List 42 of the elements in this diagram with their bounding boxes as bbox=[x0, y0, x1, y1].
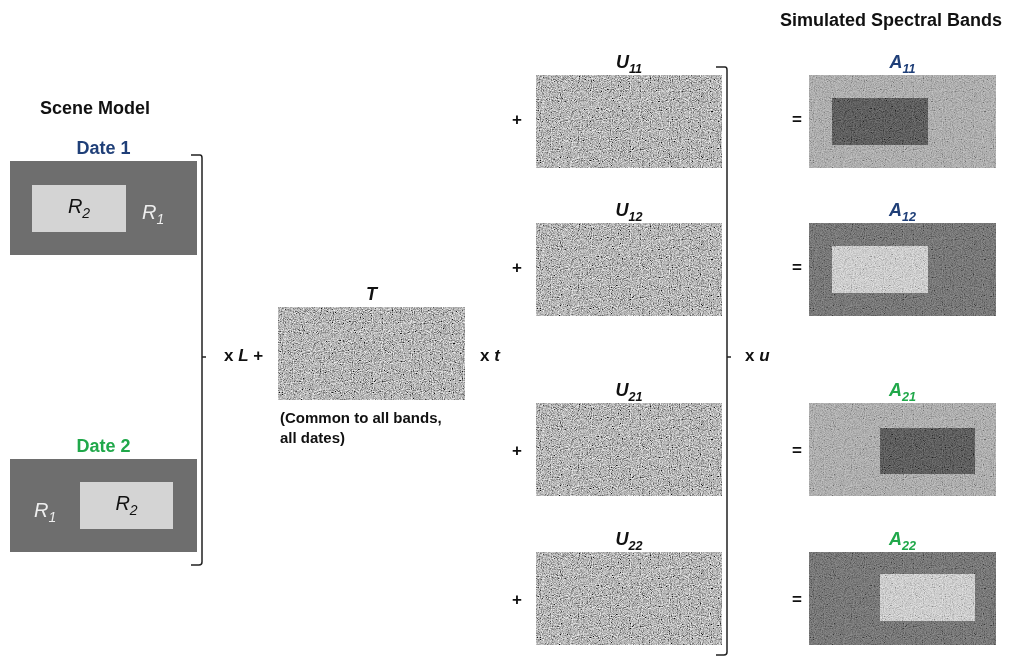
scene-panel bbox=[10, 436, 197, 552]
region-box bbox=[32, 185, 126, 232]
operator-sign: x u bbox=[745, 346, 770, 366]
region-label: R$_{1}$ bbox=[34, 499, 57, 525]
image-panel bbox=[809, 529, 996, 645]
node-label: (Common to all bands, all dates) bbox=[280, 408, 443, 448]
panel-title: A$_{12}$ bbox=[888, 200, 917, 224]
panel-title: U$_{11}$ bbox=[614, 52, 644, 76]
scene-panel bbox=[10, 138, 197, 255]
panel-title: U$_{12}$ bbox=[614, 200, 644, 224]
region-box bbox=[80, 482, 173, 529]
column-heading: Simulated Spectral Bands bbox=[780, 10, 1003, 31]
operator-sign: x L + bbox=[224, 346, 264, 366]
operator-sign: + bbox=[512, 258, 522, 278]
panel-title: A$_{21}$ bbox=[888, 380, 917, 404]
column-heading: Scene Model bbox=[40, 98, 151, 119]
operator-sign: = bbox=[792, 258, 802, 278]
panel-title: U$_{22}$ bbox=[614, 529, 644, 553]
panel-title: Date 1 bbox=[75, 138, 132, 159]
image-panel bbox=[278, 284, 465, 400]
operator-sign: = bbox=[792, 441, 802, 461]
image-panel bbox=[809, 200, 996, 316]
panel-title: A$_{11}$ bbox=[888, 52, 917, 76]
region-label: R$_{2}$ bbox=[114, 492, 139, 518]
region-label: R$_{2}$ bbox=[66, 195, 92, 221]
region-label: R$_{1}$ bbox=[142, 201, 165, 227]
operator-sign: = bbox=[792, 590, 802, 610]
panel-title: T bbox=[365, 284, 380, 305]
operator-sign: = bbox=[792, 110, 802, 130]
panel-title: Date 2 bbox=[75, 436, 132, 457]
panel-title: A$_{22}$ bbox=[888, 529, 917, 553]
image-panel bbox=[536, 380, 722, 496]
operator-sign: + bbox=[512, 441, 522, 461]
image-panel bbox=[809, 52, 996, 168]
image-panel bbox=[809, 380, 996, 496]
operator-sign: + bbox=[512, 590, 522, 610]
image-panel bbox=[536, 52, 722, 168]
image-panel bbox=[536, 529, 722, 645]
panel-title: U$_{21}$ bbox=[614, 380, 644, 404]
image-panel bbox=[536, 200, 722, 316]
operator-sign: + bbox=[512, 110, 522, 130]
operator-sign: x t bbox=[480, 346, 500, 366]
